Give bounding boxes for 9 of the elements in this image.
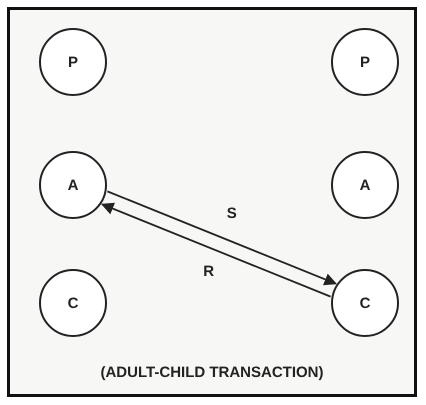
node-label: P [68,54,78,70]
node-label: A [68,176,78,194]
caption: (ADULT-CHILD TRANSACTION) [100,364,324,381]
arrow [101,202,331,298]
node-label: P [360,54,370,70]
node-label: C [68,294,78,312]
arrow [107,190,337,286]
node-label: C [360,294,370,312]
node-label: A [360,176,370,194]
